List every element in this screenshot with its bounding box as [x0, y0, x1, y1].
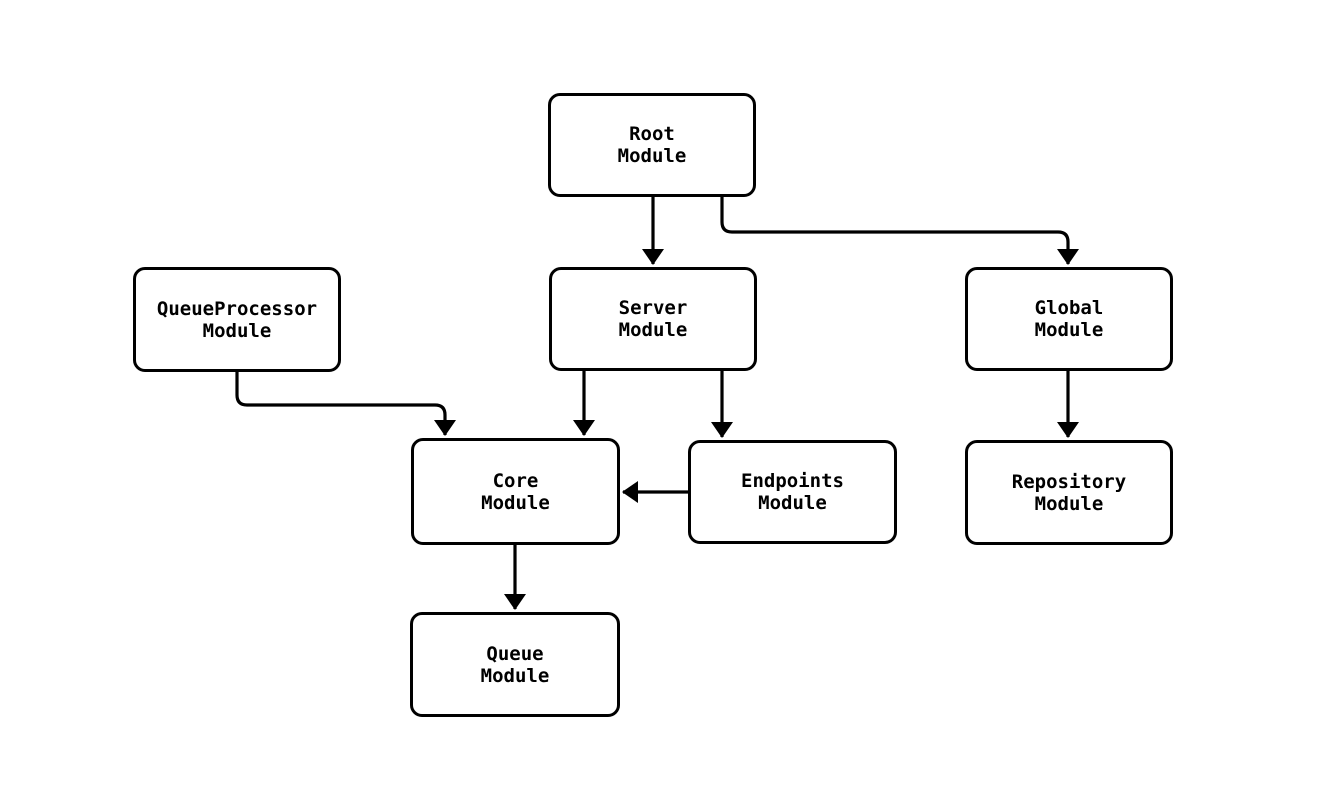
node-label-queueprocessor-module: QueueProcessor Module — [156, 297, 318, 342]
node-endpoints-module: Endpoints Module — [688, 440, 897, 544]
edge-queueprocessor-to-core — [235, 372, 456, 436]
node-label-root-module: Root Module — [617, 123, 687, 167]
node-root-module: Root Module — [548, 93, 756, 197]
node-label-server-module: Server Module — [618, 297, 688, 341]
node-label-endpoints-module: Endpoints Module — [741, 470, 844, 514]
node-repository-module: Repository Module — [965, 440, 1173, 545]
node-label-core-module: Core Module — [481, 469, 550, 514]
node-label-repository-module: Repository Module — [1011, 470, 1127, 515]
node-label-global-module: Global Module — [1034, 297, 1104, 341]
edge-root-to-global — [720, 197, 1079, 265]
node-label-queue-module: Queue Module — [480, 642, 550, 687]
node-queueprocessor-module: QueueProcessor Module — [133, 267, 341, 372]
node-queue-module: Queue Module — [410, 612, 620, 717]
node-server-module: Server Module — [549, 267, 757, 371]
node-global-module: Global Module — [965, 267, 1173, 371]
edge-group — [235, 197, 1079, 610]
node-core-module: Core Module — [411, 438, 620, 545]
